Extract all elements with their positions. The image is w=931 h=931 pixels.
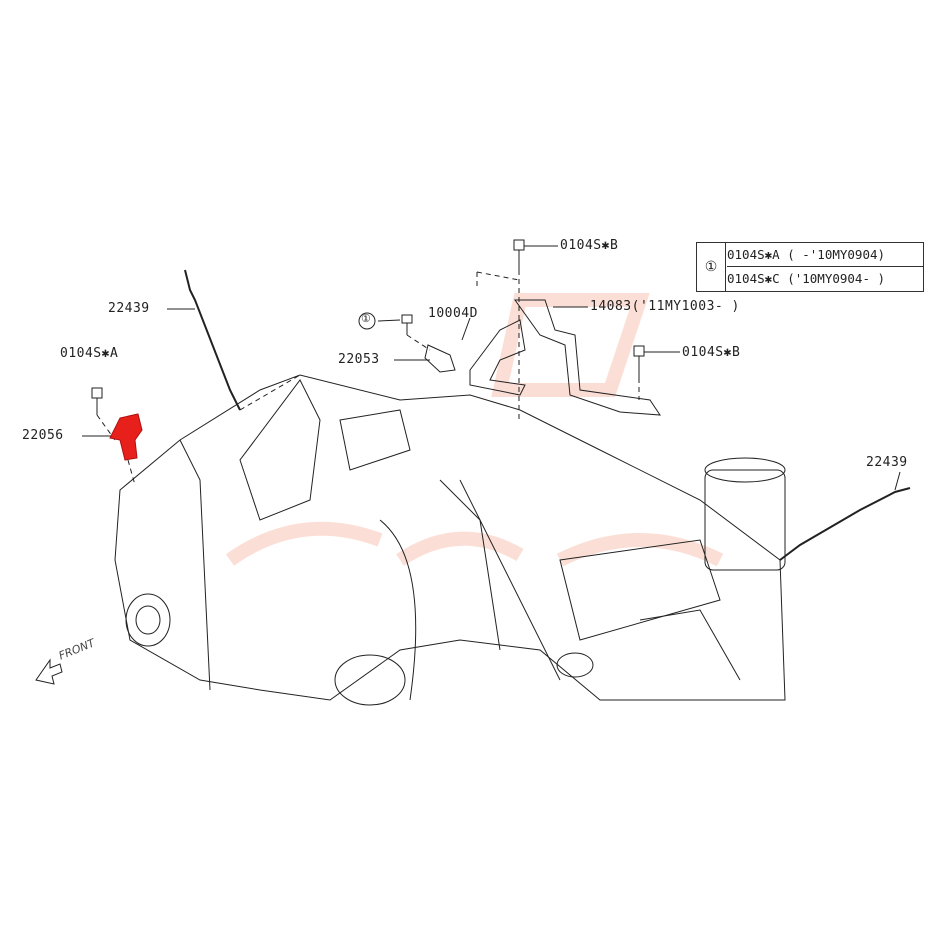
front-arrow-icon	[35, 658, 63, 685]
callout-22053: 22053	[338, 352, 380, 367]
glow-plug-left	[184, 269, 241, 411]
callout-10004d: 10004D	[428, 306, 478, 321]
engine-block	[114, 374, 786, 701]
watermark-logo	[225, 293, 724, 567]
callout-glow-plug-left: 22439	[108, 301, 150, 316]
legend-marker: ①	[697, 243, 726, 291]
oil-filter	[704, 469, 786, 571]
callout-22056: 22056	[22, 428, 64, 443]
legend-row: 0104S✱C ('10MY0904- )	[727, 271, 886, 286]
callout-bolt-right: 0104S✱B	[682, 345, 741, 360]
glow-plug-right	[779, 487, 911, 561]
sensor-22053	[424, 344, 456, 373]
legend-row: 0104S✱A ( -'10MY0904)	[727, 243, 923, 267]
callout-bracket-14083: 14083('11MY1003- )	[590, 299, 740, 314]
callout-glow-plug-right: 22439	[866, 455, 908, 470]
callout-bolt-left: 0104S✱A	[60, 346, 119, 361]
bracket-10004d	[469, 319, 526, 396]
bolt-icon	[401, 314, 413, 335]
callout-bolt-top: 0104S✱B	[560, 238, 619, 253]
legend-table: ① 0104S✱A ( -'10MY0904) 0104S✱C ('10MY09…	[696, 242, 924, 292]
sensor-22056-highlight	[109, 413, 143, 461]
bolt-icon	[91, 387, 103, 415]
callout-marker-one: ①	[361, 312, 372, 325]
bolt-icon	[633, 345, 645, 378]
bolt-icon	[513, 239, 525, 270]
bracket-14083	[514, 299, 661, 416]
